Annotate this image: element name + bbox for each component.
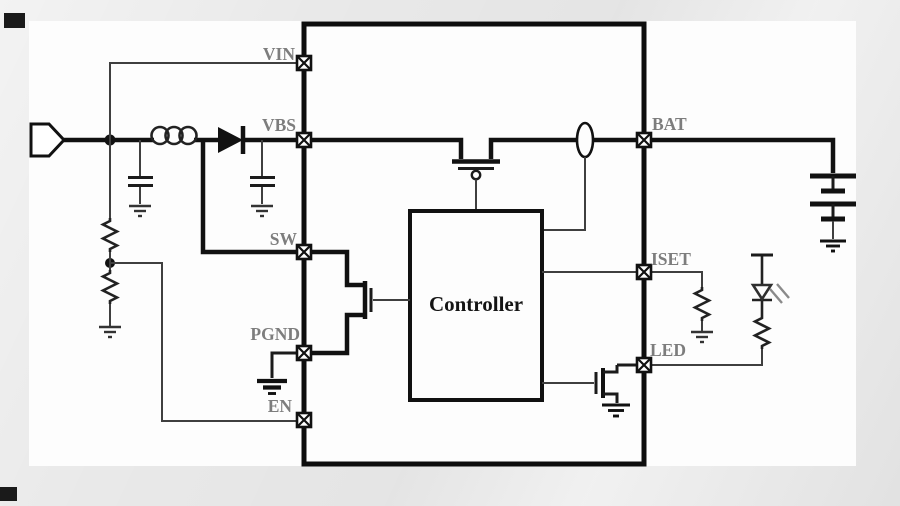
pin-label-bat: BAT	[652, 114, 687, 134]
pin-label-vin: VIN	[263, 44, 295, 64]
ground-icon	[602, 403, 630, 418]
iset-resistor	[692, 287, 712, 321]
pin-vin: VIN	[263, 44, 313, 72]
pin-led: LED	[635, 340, 686, 374]
gate-bubble	[470, 169, 482, 181]
vin-wire	[109, 62, 301, 140]
pin-vbs: VBS	[262, 115, 313, 149]
high-side-pmos	[307, 137, 577, 211]
led-icon	[750, 283, 790, 304]
diode	[218, 126, 246, 154]
pin-en: EN	[268, 396, 313, 429]
pin-pgnd: PGND	[250, 324, 313, 362]
pin-iset: ISET	[635, 249, 691, 281]
led-branch	[650, 253, 790, 366]
ground-icon	[257, 378, 287, 395]
input-capacitor	[128, 140, 153, 218]
pin-label-pgnd: PGND	[250, 324, 300, 344]
vbs-capacitor	[250, 140, 275, 218]
led-resistor	[752, 315, 772, 349]
en-wire	[110, 262, 297, 422]
pin-label-en: EN	[268, 396, 293, 416]
input-connector	[29, 122, 67, 158]
resistor-top	[100, 218, 120, 252]
low-side-nmos	[307, 249, 410, 356]
inductor	[150, 125, 198, 146]
pin-label-sw: SW	[270, 229, 298, 249]
corner-mark-top-left	[4, 13, 25, 28]
pgnd-ground	[257, 351, 301, 395]
resistor-bottom	[100, 270, 120, 304]
current-sense-ellipse	[542, 121, 641, 231]
corner-mark-bottom-left	[0, 487, 17, 501]
feedback-voltage-divider	[99, 140, 121, 339]
pin-label-iset: ISET	[651, 249, 691, 269]
led-driver-nmos	[542, 363, 641, 418]
pin-label-vbs: VBS	[262, 115, 296, 135]
ground-icon	[691, 330, 713, 344]
controller-label: Controller	[429, 292, 523, 316]
ground-icon	[99, 325, 121, 339]
ground-icon	[820, 239, 846, 253]
pin-label-led: LED	[650, 340, 686, 360]
battery-branch	[647, 137, 856, 253]
iset-resistor-branch	[647, 271, 713, 344]
ground-icon	[129, 204, 151, 218]
pin-sw: SW	[270, 229, 313, 261]
ground-icon	[251, 204, 273, 218]
sense-wire	[542, 157, 586, 231]
battery-icon	[810, 173, 856, 222]
controller-block: Controller	[408, 209, 544, 402]
pin-bat: BAT	[635, 114, 687, 149]
